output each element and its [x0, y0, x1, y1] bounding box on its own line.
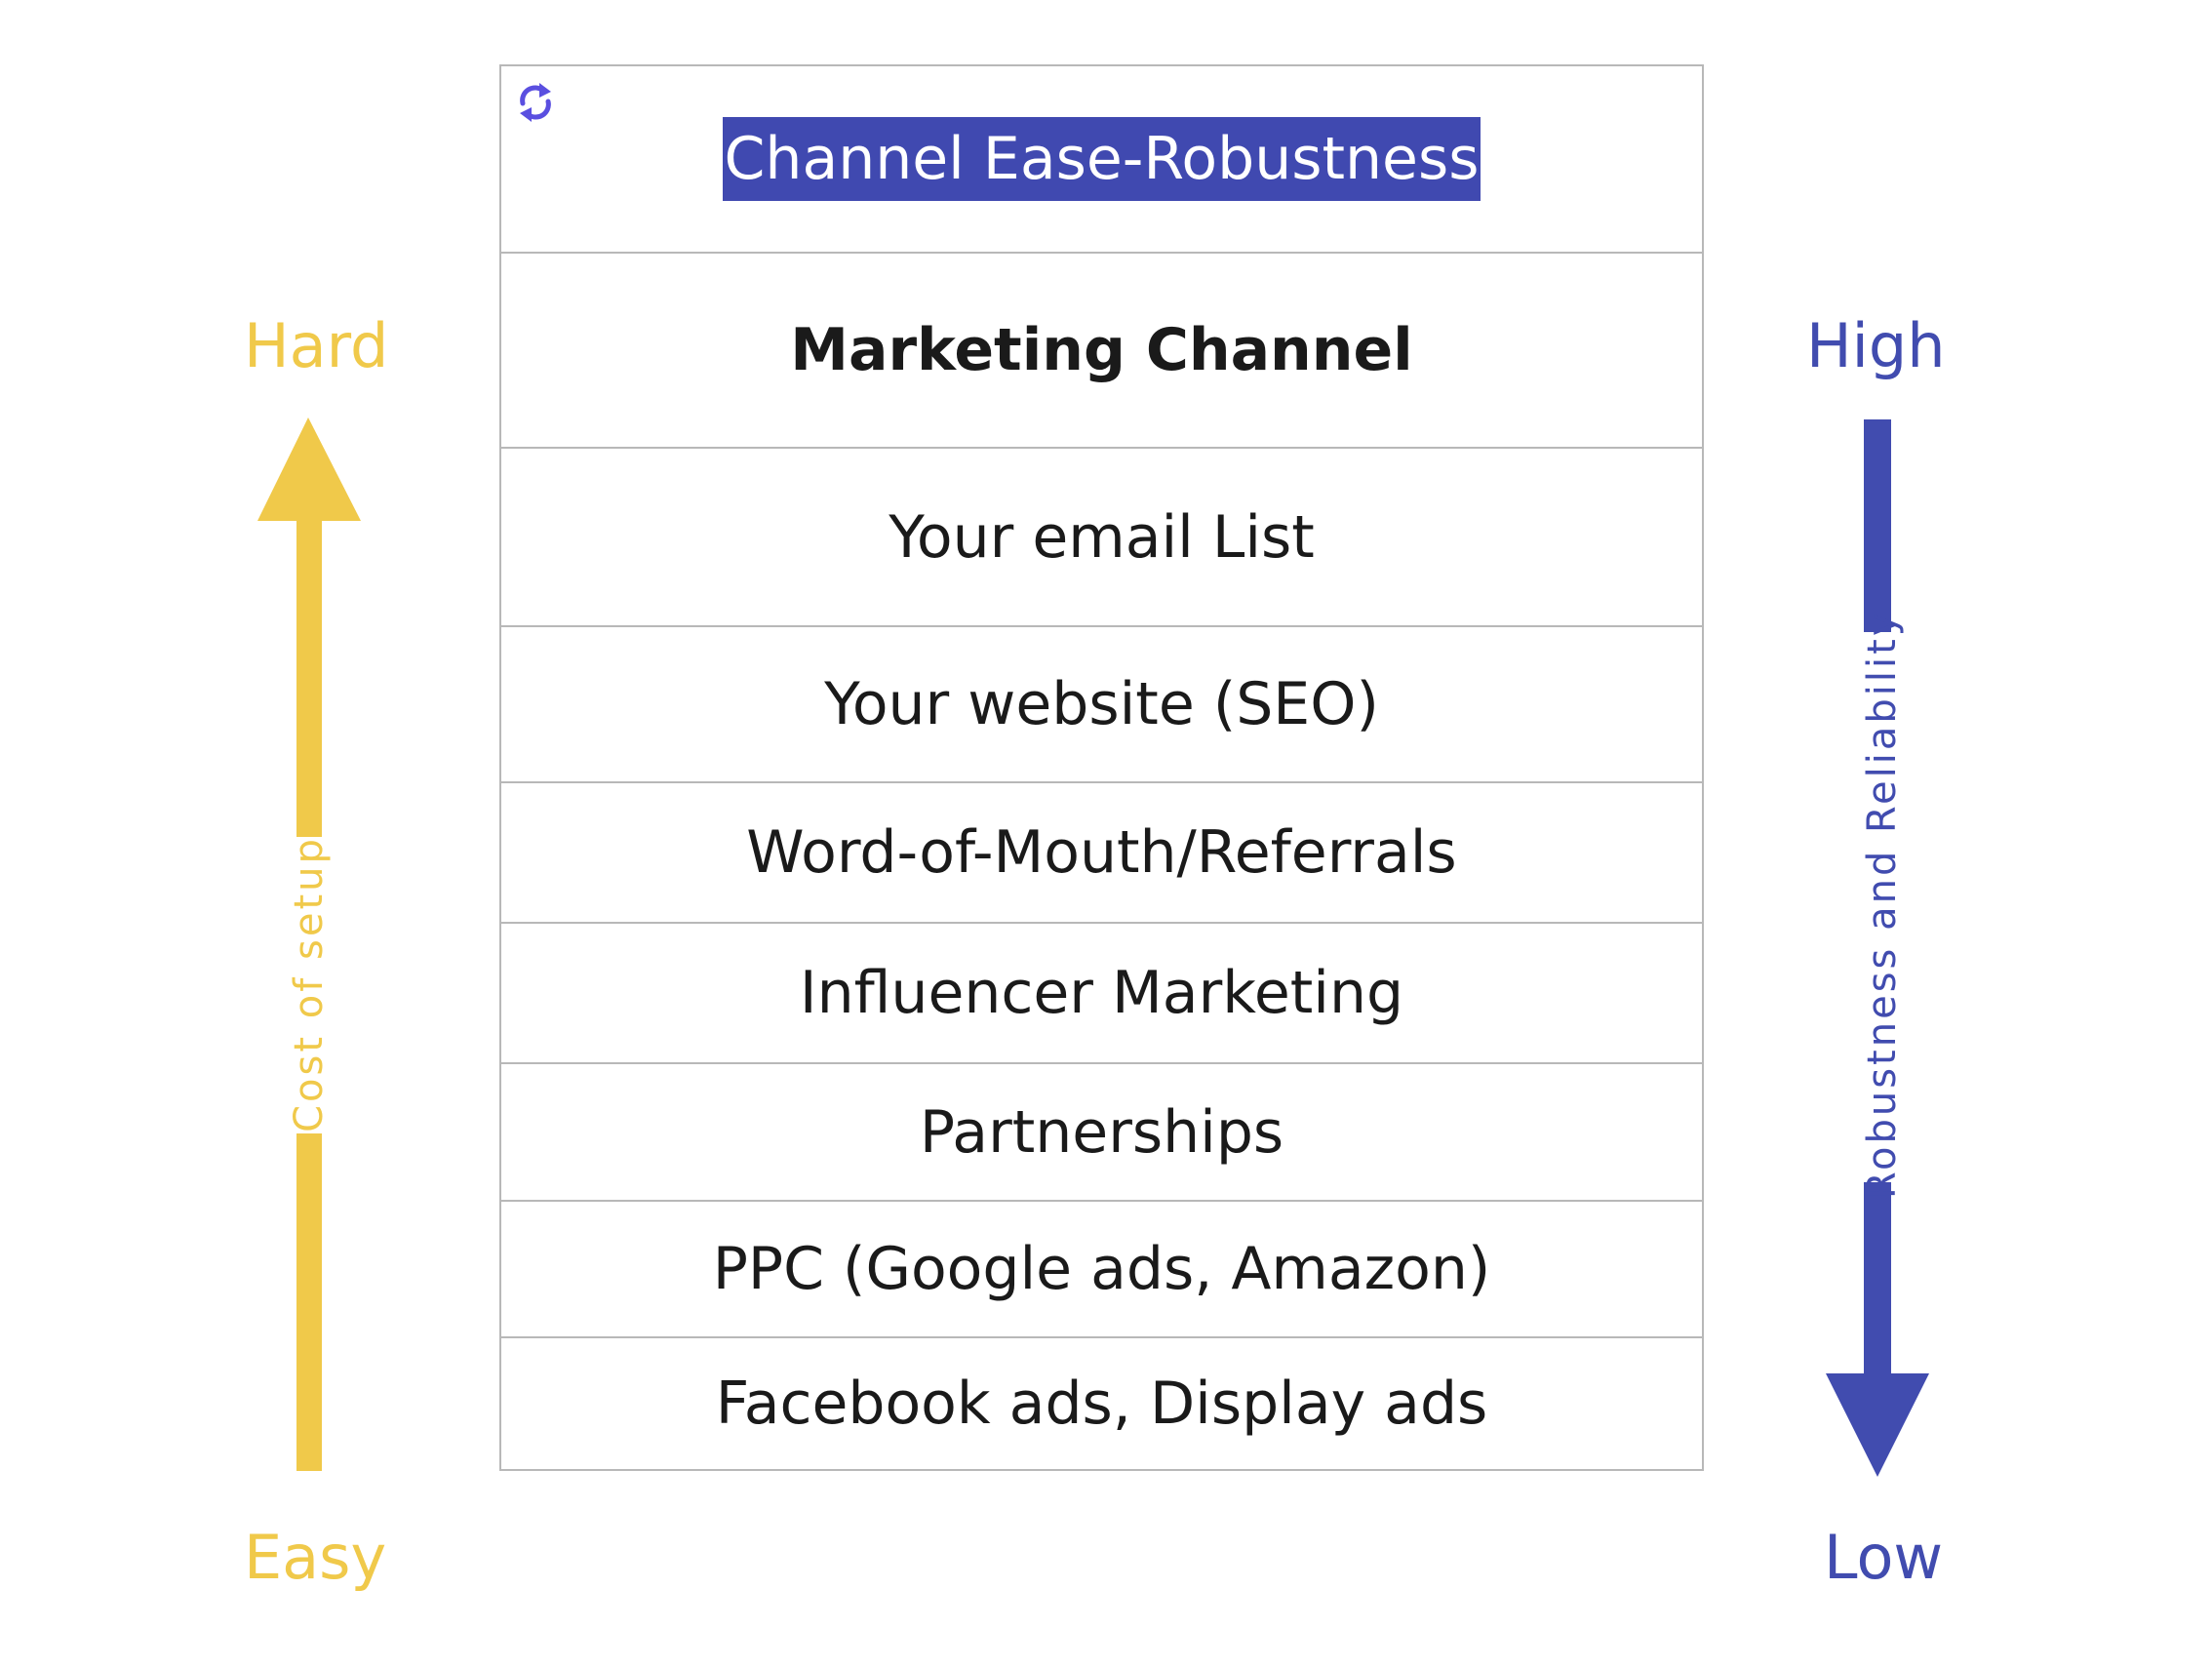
title-row: Channel Ease-Robustness [501, 66, 1702, 254]
table-row: Your website (SEO) [501, 627, 1702, 783]
channel-email-list: Your email List [889, 502, 1315, 572]
channel-ppc: PPC (Google ads, Amazon) [712, 1235, 1491, 1303]
table-row: PPC (Google ads, Amazon) [501, 1202, 1702, 1338]
channel-facebook-display: Facebook ads, Display ads [715, 1370, 1488, 1438]
up-arrow-shaft-lower [296, 1133, 322, 1471]
down-arrow-shaft-upper [1864, 419, 1891, 632]
diagram-title: Channel Ease-Robustness [722, 117, 1481, 201]
down-arrowhead [1826, 1373, 1929, 1477]
table-row: Facebook ads, Display ads [501, 1338, 1702, 1469]
down-arrow-shaft-lower [1864, 1182, 1891, 1375]
channel-influencer: Influencer Marketing [799, 959, 1404, 1027]
header-row: Marketing Channel [501, 254, 1702, 449]
column-header: Marketing Channel [790, 316, 1413, 384]
table-row: Word-of-Mouth/Referrals [501, 783, 1702, 924]
right-axis-label: Robustness and Reliability [1860, 610, 1905, 1200]
right-axis-top-label: High [1806, 310, 1946, 381]
left-axis-bottom-label: Easy [244, 1522, 387, 1593]
table-row: Partnerships [501, 1064, 1702, 1202]
channel-partnerships: Partnerships [919, 1097, 1284, 1167]
refresh-icon [520, 83, 551, 122]
left-axis-label: Cost of setup [287, 836, 332, 1132]
table-row: Influencer Marketing [501, 924, 1702, 1064]
up-arrowhead [257, 417, 361, 521]
right-axis-bottom-label: Low [1824, 1522, 1944, 1593]
channel-table: Channel Ease-Robustness Marketing Channe… [499, 64, 1704, 1471]
channel-website-seo: Your website (SEO) [824, 670, 1379, 738]
table-row: Your email List [501, 449, 1702, 627]
left-axis-top-label: Hard [244, 310, 389, 381]
channel-word-of-mouth: Word-of-Mouth/Referrals [746, 818, 1457, 887]
